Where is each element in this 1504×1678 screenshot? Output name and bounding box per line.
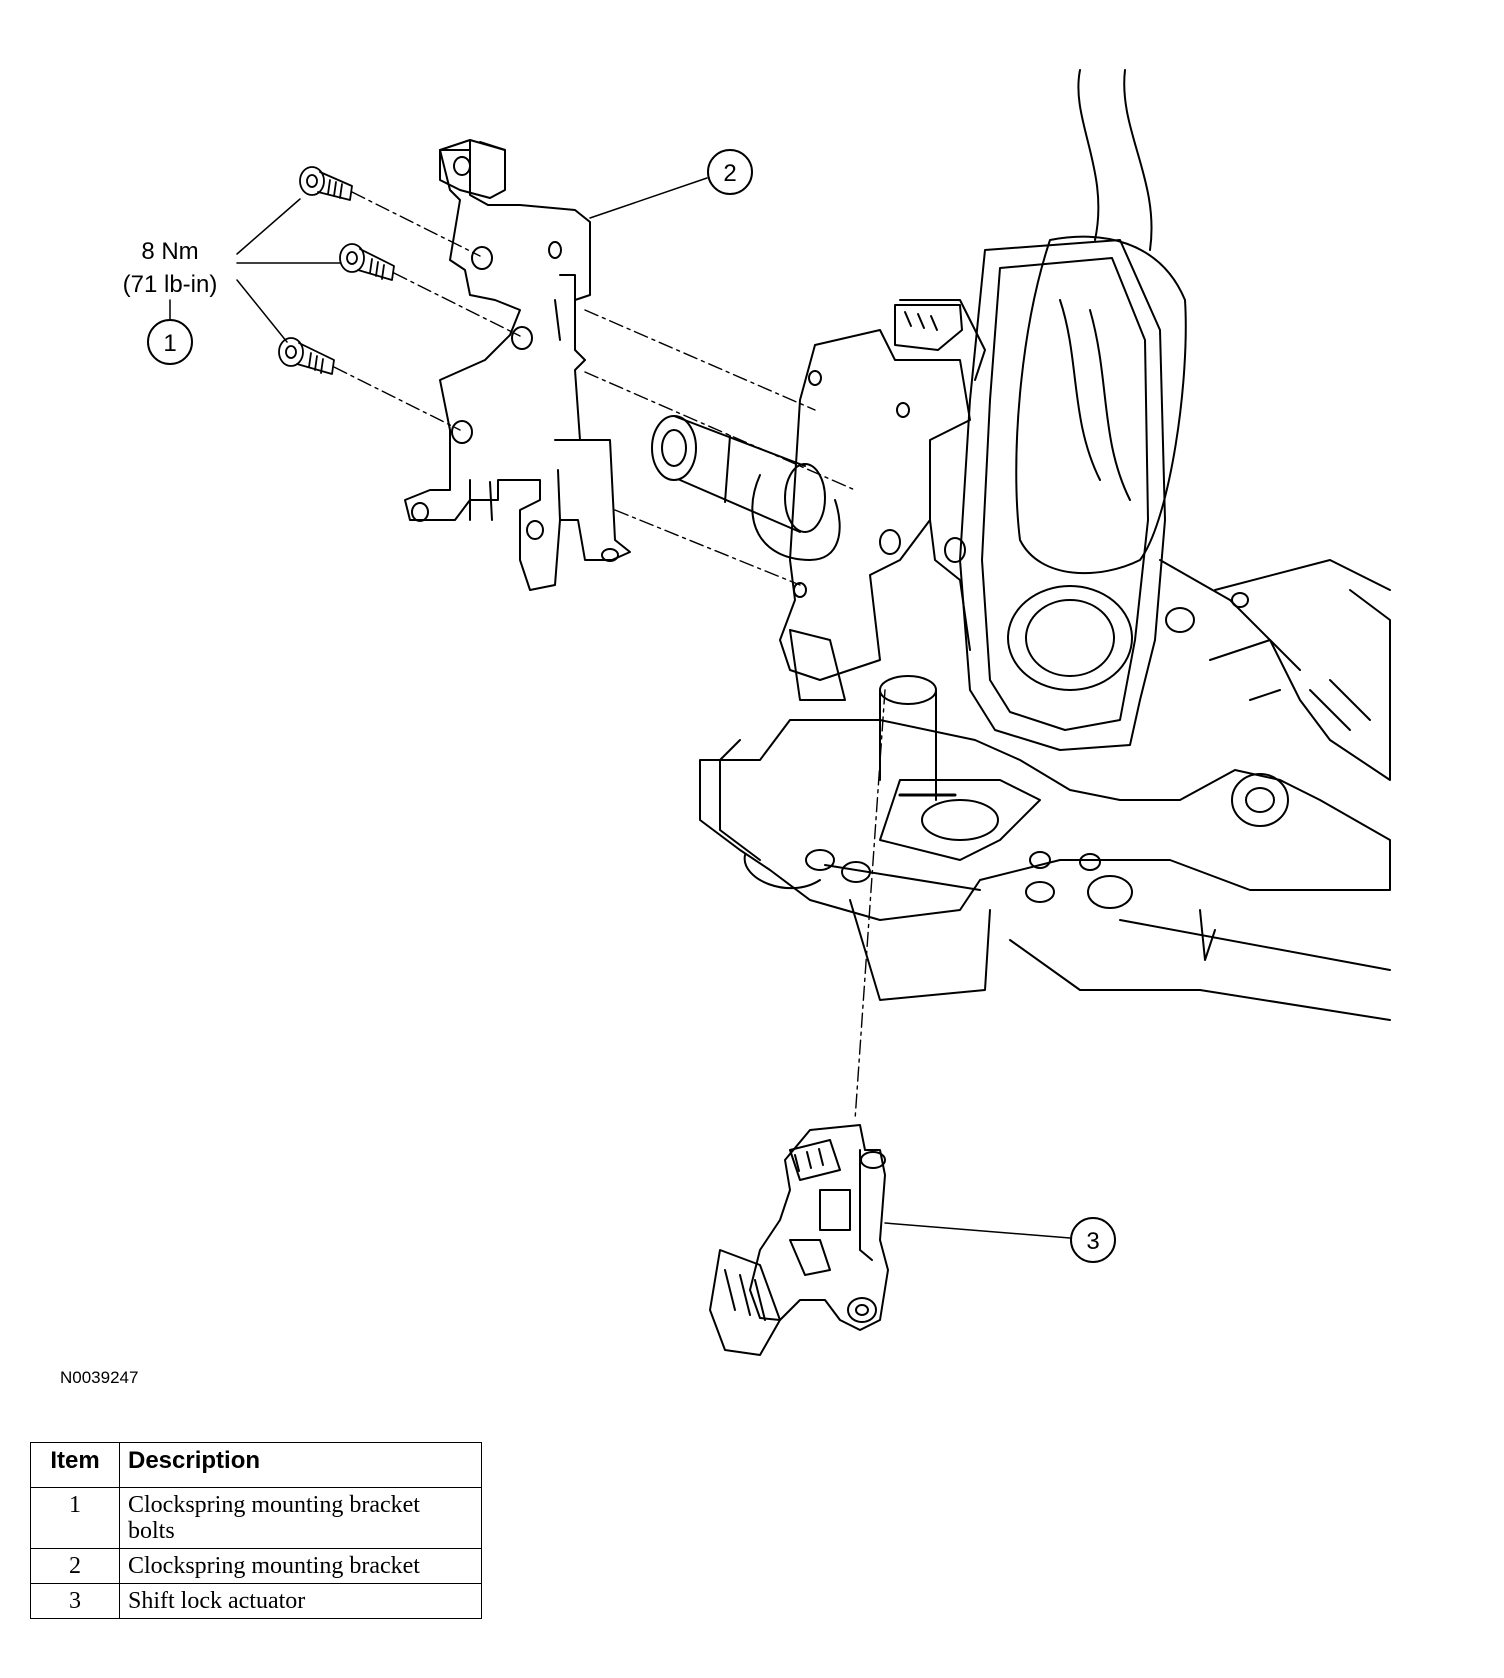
legend-header-row: Item Description	[30, 1442, 482, 1488]
callout-leader-2	[589, 177, 708, 219]
description-line: bolts	[128, 1518, 175, 1544]
legend-table: Item Description 1 Clockspring mounting …	[30, 1442, 482, 1619]
callout-balloon-3: 3	[1070, 1217, 1116, 1263]
bolt-middle	[339, 243, 395, 281]
bolt-upper	[299, 166, 353, 201]
table-row: 3 Shift lock actuator	[30, 1583, 482, 1619]
callout-balloon-1: 1	[147, 319, 193, 365]
description-line: Clockspring mounting bracket	[128, 1553, 420, 1579]
table-row: 1 Clockspring mounting bracket bolts	[30, 1487, 482, 1549]
callout-balloon-2: 2	[707, 149, 753, 195]
bolt-lower	[278, 337, 335, 375]
legend-item-number: 1	[30, 1487, 120, 1549]
legend-item-description: Shift lock actuator	[119, 1583, 482, 1619]
steering-shaft	[651, 415, 841, 561]
shift-lock-actuator	[709, 1124, 889, 1356]
legend-header-item: Item	[30, 1442, 120, 1488]
exploded-view-diagram: 8 Nm (71 lb-in) 1	[123, 69, 1391, 1356]
torque-imperial-label: (71 lb-in)	[123, 271, 218, 298]
clockspring-mounting-bracket	[404, 139, 631, 591]
steering-column-housing	[699, 69, 1391, 1021]
legend-header-description: Description	[119, 1442, 482, 1488]
table-row: 2 Clockspring mounting bracket	[30, 1548, 482, 1584]
legend-item-number: 2	[30, 1548, 120, 1584]
description-line: Shift lock actuator	[128, 1588, 306, 1614]
callout-number-1: 1	[163, 330, 176, 357]
callout-number-2: 2	[723, 160, 736, 187]
torque-spec-callout: 8 Nm (71 lb-in)	[123, 198, 341, 343]
legend-item-number: 3	[30, 1583, 120, 1619]
callout-number-3: 3	[1086, 1228, 1099, 1255]
legend-item-description: Clockspring mounting bracket	[119, 1548, 482, 1584]
alignment-lines	[333, 191, 886, 1121]
callout-leader-3	[884, 1222, 1071, 1239]
description-line: Clockspring mounting bracket	[128, 1492, 420, 1518]
figure-id: N0039247	[60, 1368, 139, 1387]
legend-item-description: Clockspring mounting bracket bolts	[119, 1487, 482, 1549]
torque-metric-label: 8 Nm	[141, 238, 198, 265]
